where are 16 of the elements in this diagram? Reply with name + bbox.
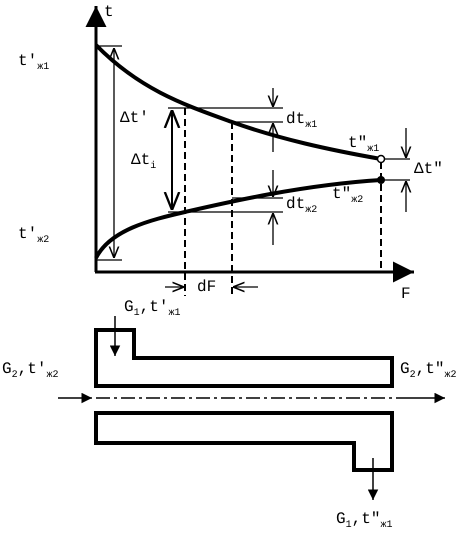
flow-label: G$_{2}$,t′$_{ж2}$ bbox=[2, 360, 58, 384]
temperature-label: t′$_{ж1}$ bbox=[18, 52, 50, 76]
dimension-label: Δt$_{i}$ bbox=[131, 151, 156, 174]
temperature-label: t′$_{ж2}$ bbox=[18, 225, 50, 248]
dimension-label: Δt′ bbox=[120, 109, 149, 127]
temperature-label: t″$_{ж1}$ bbox=[348, 134, 380, 158]
flow-label: G$_{2}$,t″$_{ж2}$ bbox=[400, 360, 456, 384]
axis-label: t bbox=[104, 3, 114, 21]
temperature-label: t″$_{ж2}$ bbox=[332, 185, 364, 208]
flow-label: G$_{1}$,t″$_{ж1}$ bbox=[336, 510, 392, 534]
axis-label: F bbox=[401, 285, 411, 303]
dimension-label: dt$_{ж1}$ bbox=[286, 110, 318, 134]
dimension-label: dt$_{ж2}$ bbox=[286, 195, 318, 218]
flow-label: G$_{1}$,t′$_{ж1}$ bbox=[124, 298, 180, 322]
dimension-label: dF bbox=[197, 278, 216, 296]
dimension-label: Δt″ bbox=[414, 160, 443, 178]
